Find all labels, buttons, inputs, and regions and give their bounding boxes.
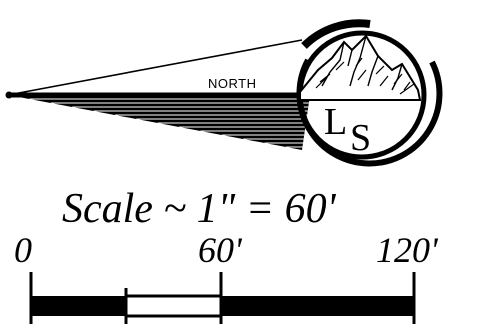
north-label: NORTH: [208, 76, 256, 91]
scale-tick-label-0: 0: [14, 230, 32, 270]
scale-bar: [29, 272, 416, 324]
north-arrow-icon: [5, 39, 310, 150]
scale-tick-label-120: 120': [376, 230, 439, 270]
scale-title: Scale ~ 1" = 60': [62, 186, 337, 232]
scale-segment-1: [30, 296, 126, 316]
scale-segment-2: [124, 294, 223, 318]
company-logo: [296, 19, 443, 167]
logo-letter-s: S: [350, 117, 371, 159]
scale-segment-3: [221, 296, 415, 316]
logo-letter-l: L: [324, 101, 347, 143]
scale-tick-label-60: 60': [198, 230, 243, 270]
